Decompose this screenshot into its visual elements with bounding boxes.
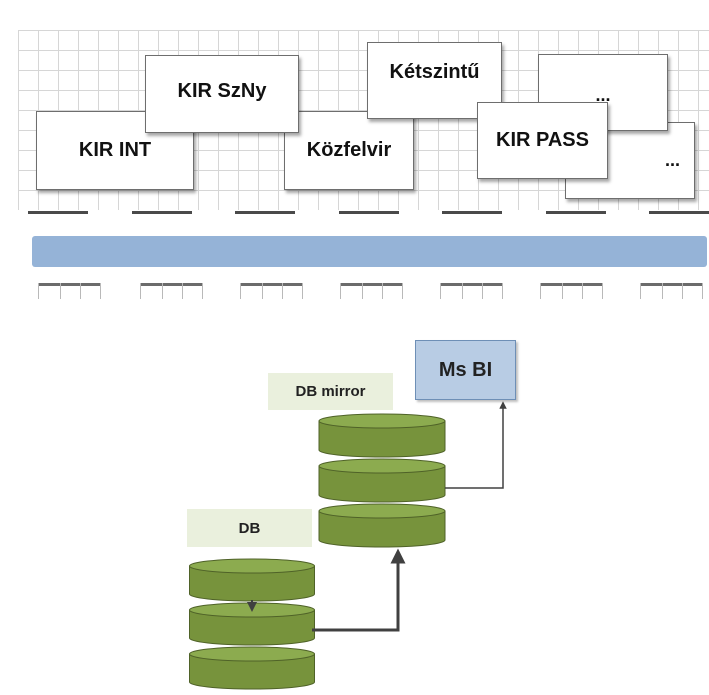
db-to-mirror-arrow bbox=[312, 548, 406, 632]
dash bbox=[649, 211, 709, 214]
tick-mark bbox=[100, 283, 101, 299]
dash bbox=[545, 211, 606, 214]
tick-mark bbox=[440, 283, 441, 299]
tick-segment bbox=[38, 283, 100, 286]
tick-mark bbox=[240, 283, 241, 299]
db-cylinder bbox=[189, 602, 315, 646]
tick-mark bbox=[582, 283, 583, 299]
app-label-ketszintu: Kétszintű bbox=[389, 61, 480, 83]
tick-mark bbox=[282, 283, 283, 299]
dash bbox=[28, 211, 88, 214]
db-cylinder bbox=[189, 646, 315, 690]
tick-segment bbox=[440, 283, 502, 286]
tick-mark bbox=[38, 283, 39, 299]
db-cylinder bbox=[318, 458, 446, 503]
db-label: DB bbox=[238, 519, 261, 537]
db-mirror-cylinders bbox=[318, 413, 446, 548]
tick-segment bbox=[140, 283, 202, 286]
dash bbox=[338, 211, 399, 214]
app-label-kir-szny: KIR SzNy bbox=[177, 80, 267, 102]
tick-mark bbox=[202, 283, 203, 299]
app-label-kir-pass: KIR PASS bbox=[496, 129, 589, 151]
ms-bi-label: Ms BI bbox=[438, 358, 493, 381]
lower-tick-row bbox=[28, 283, 709, 303]
tick-segment bbox=[640, 283, 702, 286]
db-cylinders bbox=[189, 558, 315, 690]
app-label-kozfelvir: Közfelvir bbox=[306, 139, 392, 161]
tick-mark bbox=[302, 283, 303, 299]
dash bbox=[131, 211, 192, 214]
tick-mark bbox=[462, 283, 463, 299]
tick-mark bbox=[602, 283, 603, 299]
tick-mark bbox=[362, 283, 363, 299]
tick-mark bbox=[182, 283, 183, 299]
tick-mark bbox=[640, 283, 641, 299]
tick-mark bbox=[262, 283, 263, 299]
mirror-to-msbi-arrow bbox=[445, 401, 507, 489]
connector-dashes bbox=[28, 211, 709, 214]
dash bbox=[442, 211, 502, 214]
tick-mark bbox=[60, 283, 61, 299]
db-mirror-box: DB mirror bbox=[268, 373, 393, 410]
tick-mark bbox=[382, 283, 383, 299]
ms-bi-box: Ms BI bbox=[415, 340, 516, 400]
integration-bus bbox=[32, 236, 707, 267]
tick-mark bbox=[562, 283, 563, 299]
app-box-kir-pass: KIR PASS bbox=[477, 102, 608, 179]
tick-segment bbox=[540, 283, 602, 286]
tick-mark bbox=[662, 283, 663, 299]
tick-mark bbox=[540, 283, 541, 299]
dash bbox=[235, 211, 295, 214]
tick-segment bbox=[340, 283, 402, 286]
tick-mark bbox=[162, 283, 163, 299]
tick-mark bbox=[402, 283, 403, 299]
app-label-kir-int: KIR INT bbox=[78, 139, 152, 161]
tick-mark bbox=[482, 283, 483, 299]
tick-mark bbox=[80, 283, 81, 299]
tick-mark bbox=[682, 283, 683, 299]
db-cylinder bbox=[318, 413, 446, 458]
app-box-kir-int: KIR INT bbox=[36, 111, 194, 190]
tick-segment bbox=[240, 283, 302, 286]
app-label-ellipsis-back: ... bbox=[664, 150, 680, 170]
tick-mark bbox=[702, 283, 703, 299]
db-mirror-label: DB mirror bbox=[295, 383, 366, 400]
db-cylinder bbox=[318, 503, 446, 548]
tick-mark bbox=[340, 283, 341, 299]
db-cylinder bbox=[189, 558, 315, 602]
app-box-kozfelvir: Közfelvir bbox=[284, 111, 414, 190]
tick-mark bbox=[502, 283, 503, 299]
tick-mark bbox=[140, 283, 141, 299]
db-box: DB bbox=[187, 509, 312, 547]
app-label-ellipsis-front: ... bbox=[595, 85, 611, 105]
app-box-kir-szny: KIR SzNy bbox=[145, 55, 299, 133]
